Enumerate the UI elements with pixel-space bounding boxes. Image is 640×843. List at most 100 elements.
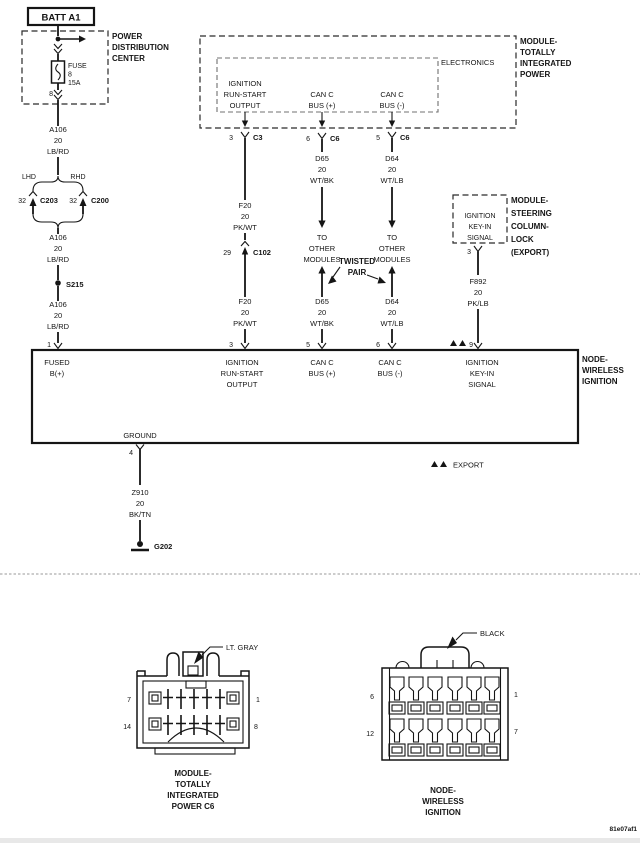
conn-right-caption-2: WIRELESS — [422, 797, 464, 806]
terminal-socket — [446, 743, 464, 757]
c6m-label: C6 — [400, 133, 410, 142]
wire-z910-gauge: 20 — [136, 499, 144, 508]
pdc-label-1: POWER — [112, 32, 142, 41]
scl-module: IGNITION KEY-IN SIGNAL MODULE- STEERING … — [450, 194, 552, 350]
ground-label: G202 — [154, 542, 172, 551]
scl-box-2: KEY-IN — [469, 224, 492, 231]
terminal-socket — [148, 717, 162, 731]
scl-pin: 3 — [467, 249, 471, 256]
terminal-socket — [226, 717, 240, 731]
terminal-blade — [389, 718, 405, 743]
node-pin-5: 5 — [306, 342, 310, 349]
connector-fork-icon — [78, 190, 88, 197]
to-other-1: TO — [317, 233, 327, 242]
to-other-1b: TO — [387, 233, 397, 242]
node-pin-9: 9 — [469, 342, 473, 349]
up-arrowhead-icon — [29, 198, 37, 206]
connector-nwi: 6 1 12 7 BLACK NODE- WIRELESS IGNITION — [366, 629, 518, 817]
down-arrowhead-icon — [318, 220, 326, 228]
terminal-blade — [466, 718, 482, 743]
terminal-pin — [189, 715, 199, 735]
terminal-socket — [407, 743, 425, 757]
wire-d65-name-2: D65 — [315, 297, 329, 306]
color-arrowhead-icon — [194, 651, 204, 664]
wire-d64-name: D64 — [385, 154, 399, 163]
terminal-pin — [163, 715, 173, 735]
terminal-socket-inner — [449, 704, 461, 712]
twisted-leader-right — [366, 274, 379, 280]
node-ground-label: GROUND — [123, 431, 157, 440]
scl-label-2: STEERING — [511, 209, 552, 218]
tipm-ign-3: OUTPUT — [230, 101, 261, 110]
conn-right-pin-tl: 6 — [370, 694, 374, 701]
conn-left-pin-tl: 7 — [127, 697, 131, 704]
wire-z910-name: Z910 — [131, 488, 148, 497]
electronics-label: ELECTRONICS — [441, 58, 494, 67]
shell-bump-icon — [470, 660, 485, 669]
connector-fork-icon — [473, 245, 483, 253]
node-fused-2: B(+) — [50, 369, 65, 378]
terminal-blade — [389, 676, 405, 701]
latch-center-tab — [182, 651, 204, 677]
scl-label-4: LOCK — [511, 235, 534, 244]
can-minus-circuit: D64 20 WT/LB TO OTHER MODULES D64 20 WT/… — [373, 138, 411, 350]
up-arrowhead-icon — [318, 266, 326, 274]
to-other-2: OTHER — [309, 244, 336, 253]
connector-tipm-c6: 7 1 14 8 LT. GRAY MODULE- TOTALLY INTEGR… — [123, 643, 260, 811]
connector-dome-detail — [167, 727, 225, 743]
conn-left-caption-1: MODULE- — [174, 769, 212, 778]
tipm-module: ELECTRONICS MODULE- TOTALLY INTEGRATED P… — [199, 35, 572, 143]
latch-loop-icon — [166, 652, 180, 676]
connector-inner-face — [142, 680, 244, 744]
run-start-circuit: F20 20 PK/WT 29 C102 F20 20 PK/WT 3 — [223, 138, 271, 350]
power-distribution-center: FUSE 8 15A 8 POWER DISTRIBUTION CENTER — [21, 30, 169, 126]
node-name-3: IGNITION — [582, 377, 618, 386]
battery-label: BATT A1 — [41, 13, 81, 24]
conn-right-pin-tr: 1 — [514, 692, 518, 699]
wire-a106-color-2: LB/RD — [47, 255, 70, 264]
terminal-blade — [447, 676, 463, 701]
terminal-socket — [426, 743, 444, 757]
connector-bottom-tab — [154, 747, 236, 755]
wire-a106-name-3: A106 — [49, 300, 67, 309]
c203-pin: 32 — [18, 198, 26, 205]
wire-f892-name: F892 — [469, 277, 486, 286]
terminal-socket-inner — [429, 746, 441, 754]
bus-arrowhead-icon — [79, 35, 86, 43]
node-pin-1: 1 — [47, 342, 51, 349]
terminal-socket-inner — [429, 704, 441, 712]
wire-d64-color-2: WT/LB — [381, 319, 404, 328]
terminal-blade — [427, 718, 443, 743]
battery-feed: BATT A1 — [26, 6, 96, 36]
electronics-box — [216, 57, 439, 113]
node-box — [30, 348, 580, 445]
conn-left-color: LT. GRAY — [226, 643, 258, 652]
wire-f20-color: PK/WT — [233, 223, 257, 232]
terminal-socket — [446, 701, 464, 715]
diagram-id-code: 81e07af1 — [610, 826, 638, 833]
terminal-pin — [215, 689, 225, 709]
wire-a106-color-3: LB/RD — [47, 322, 70, 331]
tipm-label-4: POWER — [520, 70, 550, 79]
fuse-element-icon — [55, 63, 61, 81]
connector-fork-icon — [135, 444, 145, 451]
terminal-blade — [484, 718, 500, 743]
terminal-socket — [426, 701, 444, 715]
wire-d65-gauge-2: 20 — [318, 308, 326, 317]
terminal-pin — [202, 689, 212, 709]
c3-label: C3 — [253, 133, 263, 142]
to-other-3b: MODULES — [373, 255, 410, 264]
wire-d65-color-2: WT/BK — [310, 319, 334, 328]
terminal-socket-inner — [486, 746, 498, 754]
tipm-label-1: MODULE- — [520, 37, 558, 46]
tipm-ign-1: IGNITION — [228, 79, 261, 88]
connector-fork-icon — [53, 342, 63, 350]
connector-shell — [381, 667, 509, 761]
wire-a106-gauge-2: 20 — [54, 244, 62, 253]
latch-center-detail — [187, 665, 199, 676]
wire-d65-gauge: 20 — [318, 165, 326, 174]
scl-box-1: IGNITION — [464, 213, 495, 220]
wire-f20-color-2: PK/WT — [233, 319, 257, 328]
wire-f892-color: PK/LB — [467, 299, 488, 308]
